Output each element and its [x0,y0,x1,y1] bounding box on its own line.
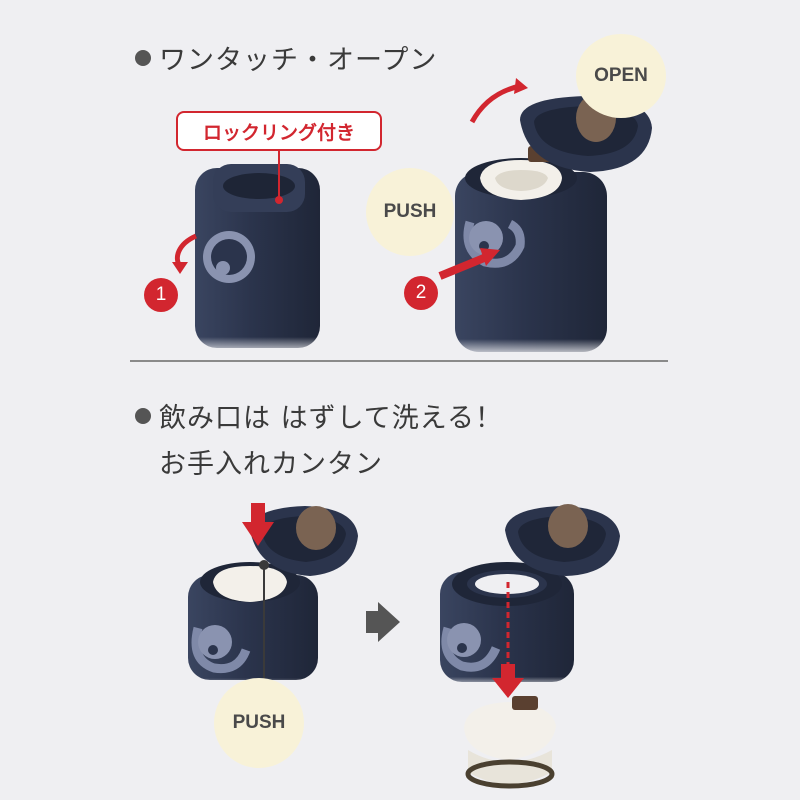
bullet-icon [135,408,151,424]
push-label-bottom-text: PUSH [232,712,286,733]
open-label-text: OPEN [594,65,648,86]
push-label-top: PUSH [366,168,454,256]
bottle-locked-illustration [172,151,330,355]
push-label-bottom: PUSH [214,678,304,768]
step-1-badge: 1 [144,278,178,312]
bottle-removed-spout-illustration [434,504,620,789]
section-2-heading-line1: 飲み口は はずして洗える！ [159,403,503,434]
section-1-heading: ワンタッチ・オープン [135,38,437,77]
push-label-top-text: PUSH [383,201,437,222]
step-2-badge: 2 [404,276,438,310]
open-label: OPEN [576,34,666,118]
lock-ring-label: ロックリング付き [176,111,382,151]
section-1-heading-text: ワンタッチ・オープン [159,45,438,76]
bullet-icon [135,50,151,66]
section-divider [130,360,668,362]
section-2-subheading: お手入れカンタン [159,442,383,481]
bottle-open-illustration [438,78,652,357]
section-2-heading-line2: お手入れカンタン [159,449,383,480]
section-2-heading: 飲み口は はずして洗える！ [135,396,503,435]
bottle-push-illustration [182,503,358,690]
next-step-arrow [366,602,400,642]
